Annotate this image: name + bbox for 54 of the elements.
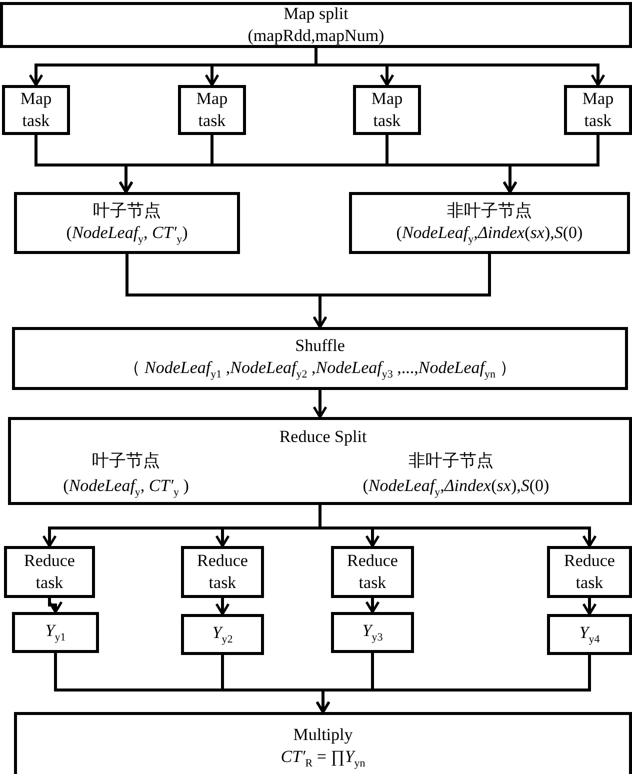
process-box [547, 546, 632, 598]
box-label: Reduce task [563, 550, 616, 594]
process-box [331, 612, 414, 653]
box-label: 非叶子节点 [408, 450, 494, 472]
box-label: Map split [284, 2, 348, 25]
process-box [12, 327, 628, 390]
process-box [4, 546, 95, 598]
arrow [215, 598, 230, 616]
formula-text: (NodeLeaf$_{y}$,Δindex(sx),S(0) [362, 475, 550, 500]
box-label: Reduce task [23, 550, 76, 594]
process-box [353, 85, 421, 135]
process-box [181, 614, 264, 655]
formula-text: Y$_{y2}$ [212, 622, 233, 647]
arrow [314, 48, 606, 86]
process-box [12, 612, 99, 653]
process-box [547, 614, 632, 655]
formula-text: (NodeLeaf$_{y}$,Δindex(sx),S(0) [396, 222, 583, 246]
formula-text: Y$_{y3}$ [362, 620, 383, 645]
box-label: Map task [370, 88, 404, 132]
box-label: Map task [581, 88, 615, 132]
box-label: Reduce task [196, 550, 249, 594]
process-box [331, 546, 414, 598]
box-label: Map task [195, 88, 229, 132]
process-box [564, 85, 632, 135]
arrow [318, 505, 597, 548]
box-label: Map task [19, 88, 53, 132]
formula-text: （ NodeLeaf$_{y1}$ ,NodeLeaf$_{y2}$ ,NodeLeaf$_{y3}$ ,...,NodeLeaf$_{yn}$ ） [123, 357, 517, 382]
process-box [178, 85, 246, 135]
box-label: 非叶子节点 [447, 200, 532, 222]
process-box [14, 192, 240, 254]
process-box [8, 417, 632, 505]
formula-text: (NodeLeaf$_{y}$, CT′$_{y}$) [66, 222, 188, 246]
arrow [312, 390, 328, 418]
box-label: Reduce Split [278, 426, 368, 448]
process-box [0, 2, 632, 48]
process-box [2, 85, 70, 135]
box-label: 叶子节点 [93, 200, 161, 222]
formula-text: Y$_{y1}$ [45, 620, 66, 645]
arrow [316, 655, 591, 714]
process-box [14, 712, 632, 774]
box-label: Shuffle [295, 335, 345, 358]
arrow [365, 598, 380, 614]
formula-text: (NodeLeaf$_{y}$, CT′$_{y}$ ) [62, 475, 190, 500]
process-box [349, 192, 630, 254]
formula-text: CT′$_{R}$ = ∏Y$_{yn}$ [280, 746, 366, 770]
box-label: Reduce task [346, 550, 399, 594]
arrow [48, 598, 63, 614]
box-label: (mapRdd,mapNum) [248, 25, 384, 47]
box-label: 叶子节点 [91, 450, 161, 472]
arrow [312, 254, 491, 328]
arrow [582, 598, 597, 616]
process-box [181, 546, 264, 598]
formula-text: Y$_{y4}$ [579, 622, 600, 647]
box-label: Multiply [293, 724, 353, 746]
